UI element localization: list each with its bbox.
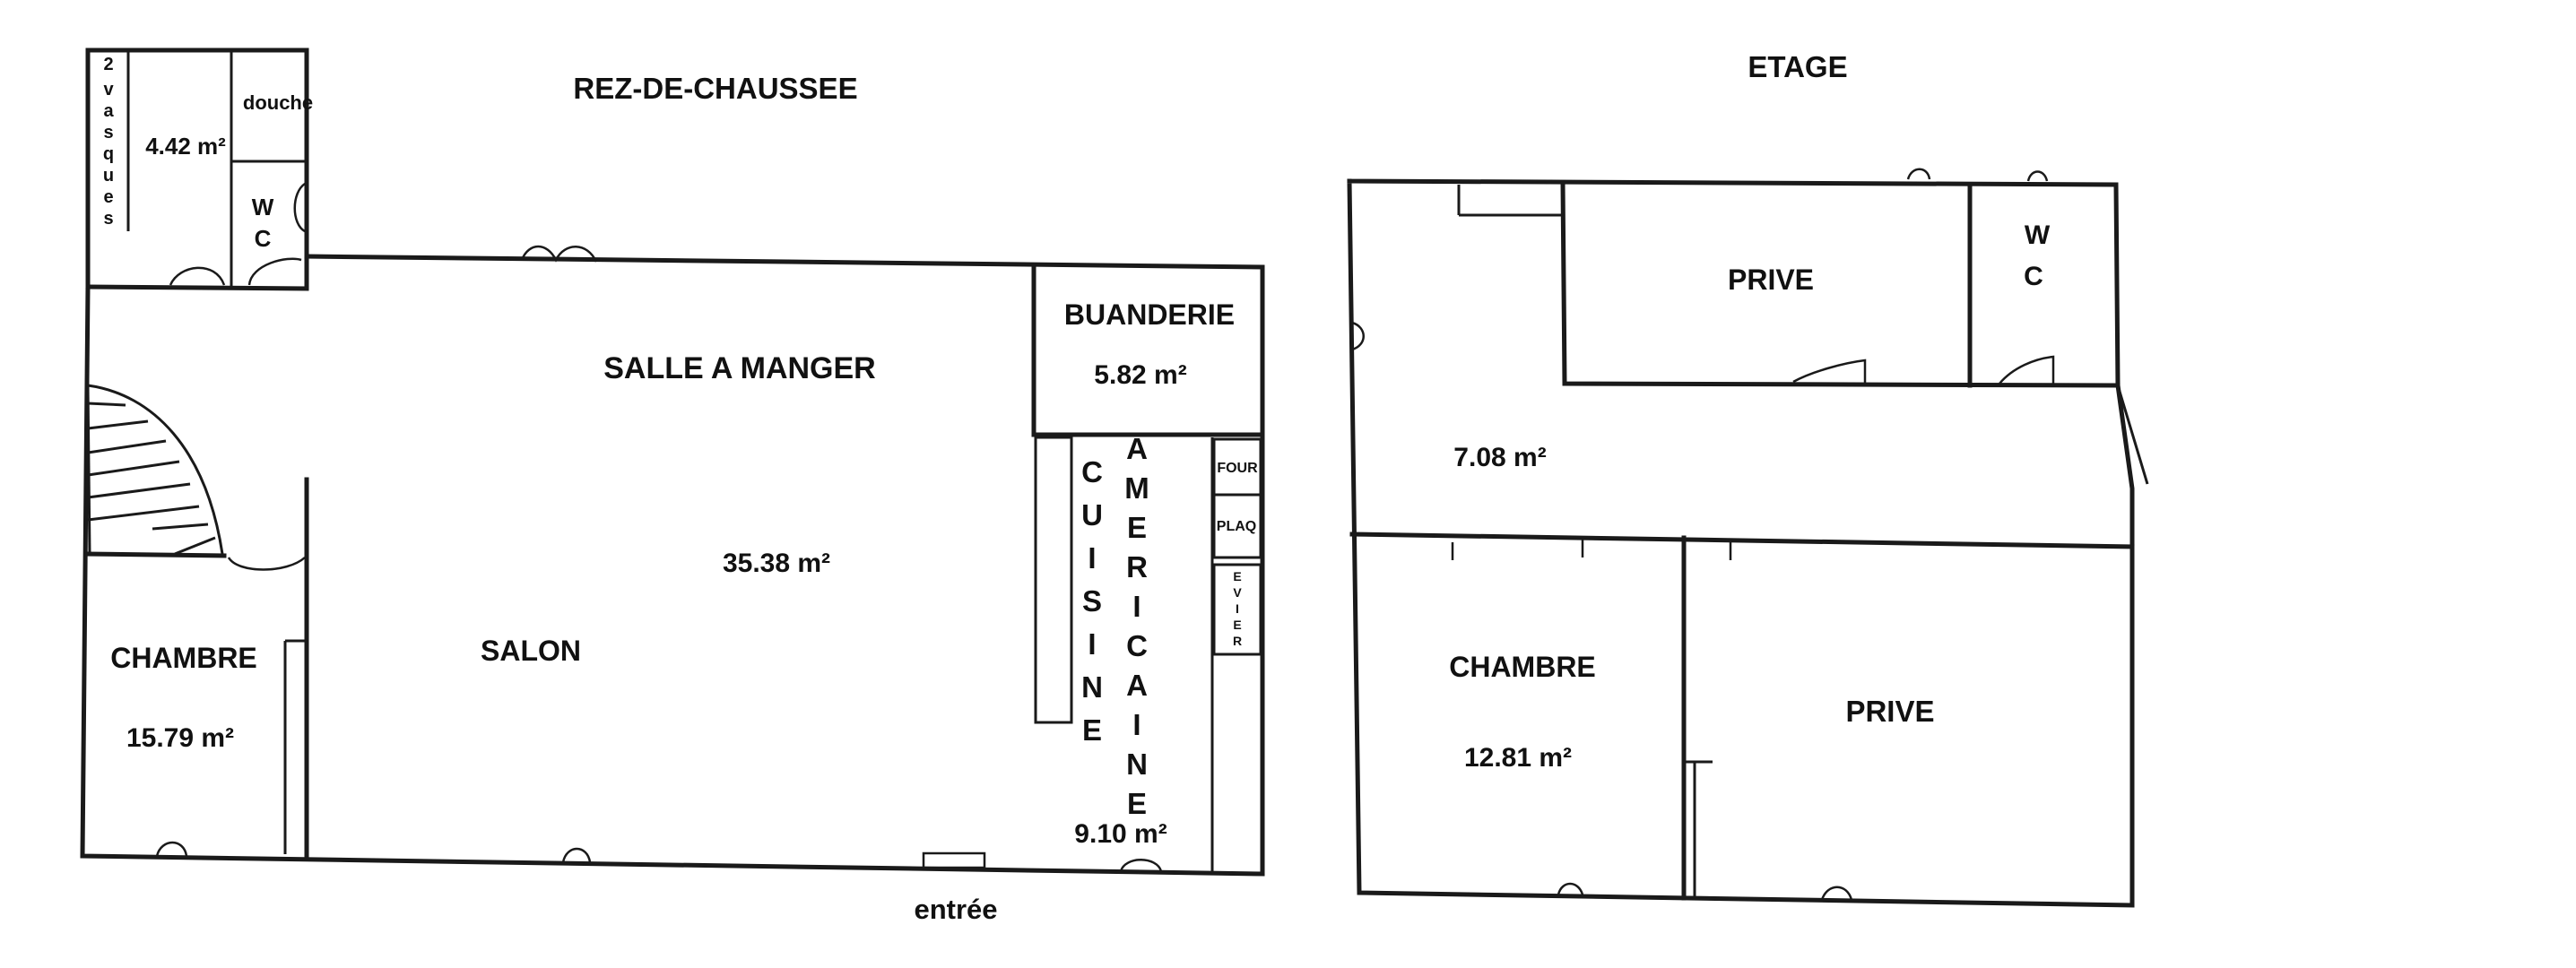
ground-floor-title: REZ-DE-CHAUSSEE xyxy=(573,72,857,105)
entrance-label: entrée xyxy=(914,894,997,925)
entrance-door xyxy=(922,851,986,869)
window-south-kitchen xyxy=(1119,859,1163,872)
cuisine-letter: N xyxy=(1081,670,1103,704)
cuisine-letter: U xyxy=(1081,498,1103,532)
wc-upper-w: W xyxy=(2025,220,2051,250)
door-arc-bedroom xyxy=(227,557,306,571)
door-arc-bathroom xyxy=(169,266,226,286)
upper-bedroom-area: 12.81 m² xyxy=(1464,743,1572,773)
bathroom-bottom-wall xyxy=(85,284,309,291)
upper-floor-walls xyxy=(1347,168,2149,908)
sink-letter: V xyxy=(1233,585,1242,600)
window-upper-west xyxy=(1351,321,1365,351)
americaine-letter: N xyxy=(1126,748,1148,781)
window-upper-n2 xyxy=(2026,170,2049,182)
vasques-letter: a xyxy=(103,101,114,121)
window-upper-s2 xyxy=(1820,886,1853,901)
vasques-letter: s xyxy=(103,209,113,229)
americaine-letter: E xyxy=(1127,787,1147,820)
kitchen-label-cuisine: C U I S I N E xyxy=(1081,455,1103,747)
private-top-walls xyxy=(1560,180,2121,388)
bathroom-area: 4.42 m² xyxy=(145,133,226,160)
private-bottom-label: PRIVE xyxy=(1845,695,1934,728)
landing-bottom-wall xyxy=(1349,532,2135,549)
cuisine-letter: I xyxy=(1088,627,1096,661)
ground-floor-walls xyxy=(80,48,1265,877)
kitchen-label-americaine: A M E R I C A I N E xyxy=(1124,432,1149,820)
americaine-letter: E xyxy=(1127,511,1147,544)
americaine-letter: M xyxy=(1124,471,1149,505)
cuisine-letter: C xyxy=(1081,455,1103,488)
wc-letter-w: W xyxy=(252,194,274,220)
cuisine-letter: S xyxy=(1082,584,1102,618)
main-outer-walls xyxy=(80,254,1265,877)
laundry-label: BUANDERIE xyxy=(1064,298,1235,331)
vasques-letter: 2 xyxy=(103,55,113,74)
sink-letter: E xyxy=(1233,618,1241,632)
wc-upper-c: C xyxy=(2024,262,2043,291)
dining-label: SALLE A MANGER xyxy=(603,351,875,385)
window-upper-s1 xyxy=(1557,882,1584,895)
spiral-staircase xyxy=(86,384,224,556)
window-north-1 xyxy=(520,245,598,263)
sink-letter: I xyxy=(1236,601,1239,616)
landing-east-jog xyxy=(2116,385,2149,485)
landing-area: 7.08 m² xyxy=(1453,443,1546,472)
upper-bedroom-label: CHAMBRE xyxy=(1449,651,1596,683)
private-top-label: PRIVE xyxy=(1728,264,1814,296)
sink-box xyxy=(1212,563,1262,656)
bedroom-top-wall xyxy=(83,551,227,558)
hob-label: PLAQ xyxy=(1217,519,1256,534)
cuisine-letter: E xyxy=(1082,713,1102,747)
door-arc-private-top xyxy=(1792,359,1867,384)
americaine-letter: I xyxy=(1132,590,1141,623)
upper-outer-walls xyxy=(1347,178,2135,908)
window-south-salon xyxy=(561,847,592,863)
living-area: 35.38 m² xyxy=(723,549,830,578)
upper-floor-title: ETAGE xyxy=(1748,50,1847,83)
americaine-letter: I xyxy=(1132,708,1141,741)
bathroom-walls xyxy=(85,48,309,290)
vasques-letter: s xyxy=(103,123,113,143)
cuisine-letter: I xyxy=(1088,541,1096,575)
vasques-letter: u xyxy=(103,166,114,186)
vasques-label: 2 v a s q u e s xyxy=(103,55,115,229)
bedroom-label: CHAMBRE xyxy=(110,642,257,674)
window-south-bedroom xyxy=(155,841,188,857)
kitchen-counter-left xyxy=(1034,436,1073,724)
americaine-letter: A xyxy=(1126,432,1148,465)
americaine-letter: R xyxy=(1126,550,1148,583)
americaine-letter: C xyxy=(1126,629,1148,662)
oven-label: FOUR xyxy=(1217,461,1258,476)
sink-letter: R xyxy=(1233,634,1242,648)
wc-letter-c: C xyxy=(255,225,272,252)
door-arc-wc xyxy=(247,257,302,286)
sink-label: E V I E R xyxy=(1233,569,1242,648)
vasques-letter: q xyxy=(103,144,114,164)
americaine-letter: A xyxy=(1126,669,1148,702)
window-bathroom-east xyxy=(293,182,306,233)
laundry-area: 5.82 m² xyxy=(1094,360,1186,390)
hob-box xyxy=(1212,493,1262,559)
vasques-letter: e xyxy=(103,187,113,207)
window-upper-n1 xyxy=(1906,168,1931,180)
bedroom-area: 15.79 m² xyxy=(126,723,234,753)
living-label: SALON xyxy=(481,635,581,667)
door-arc-wc-upper xyxy=(1999,355,2055,385)
kitchen-area: 9.10 m² xyxy=(1074,819,1167,849)
shower-label: douche xyxy=(243,91,313,114)
vasques-letter: v xyxy=(103,80,114,99)
sink-letter: E xyxy=(1233,569,1241,583)
